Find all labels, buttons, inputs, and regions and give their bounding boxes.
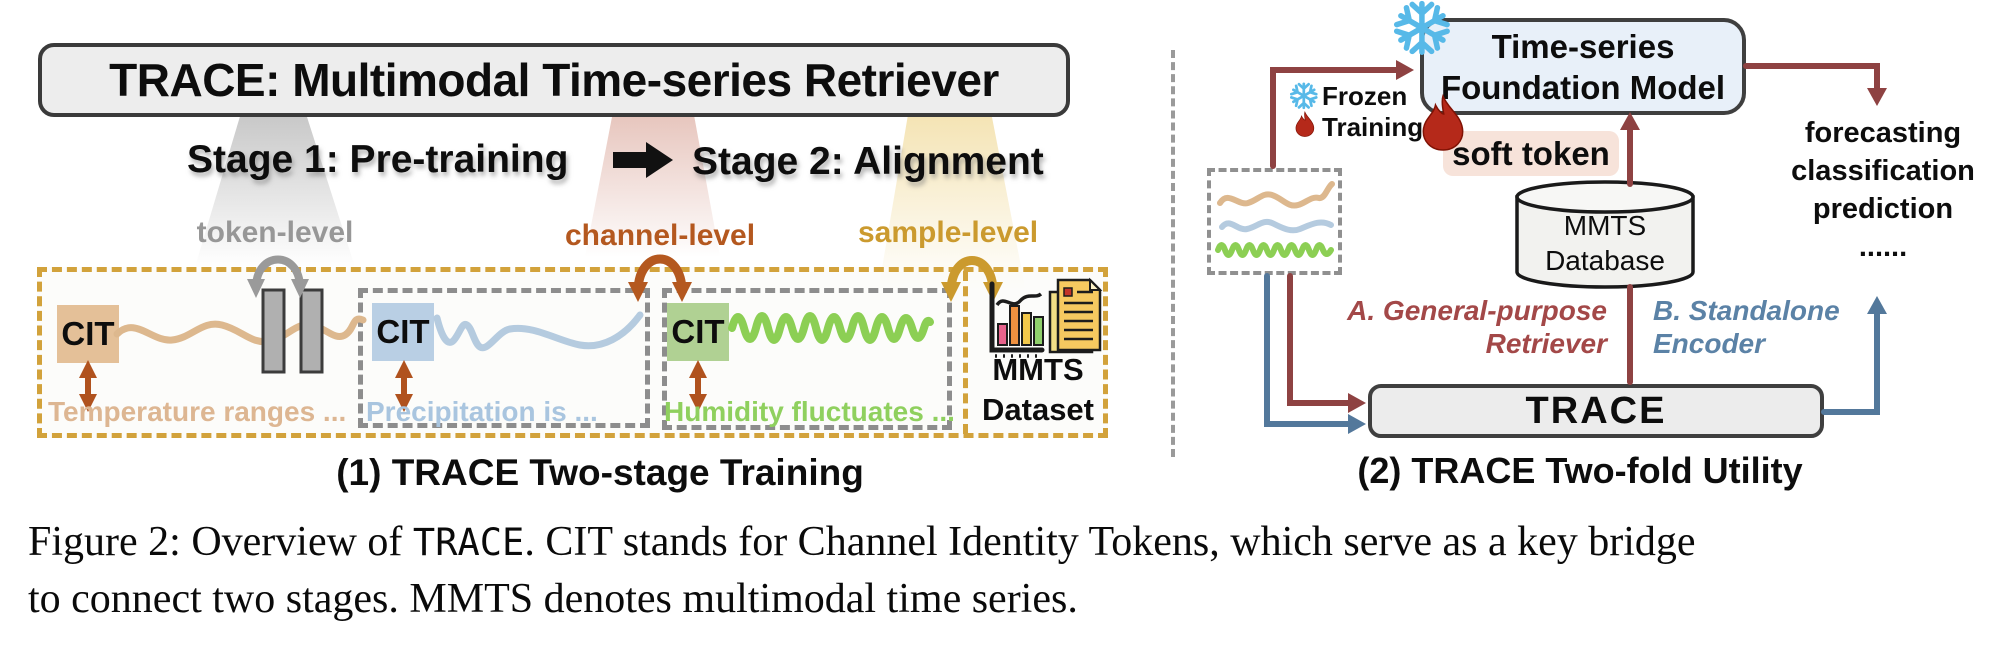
mmts-dataset-label-line2: Dataset: [982, 392, 1094, 427]
soft-token-label: soft token: [1452, 134, 1610, 172]
path-a-line1: A. General-purpose: [1347, 295, 1607, 326]
multivariate-sample-box: [1207, 168, 1342, 275]
token-level-label: token-level: [196, 216, 354, 249]
figure-caption: Figure 2: Overview of TRACE. CIT stands …: [28, 514, 1696, 628]
figure-title-banner: TRACE: Multimodal Time-series Retriever: [38, 43, 1070, 117]
dataset-divider-line: [963, 271, 968, 434]
flame-legend-icon: [1295, 111, 1315, 137]
figure-title: TRACE: Multimodal Time-series Retriever: [109, 54, 999, 106]
output-tasks: forecasting classification prediction ..…: [1770, 114, 1996, 266]
output-ellipsis: ......: [1858, 231, 1908, 263]
figure-caption-line2: to connect two stages. MMTS denotes mult…: [28, 576, 1078, 622]
caption-trace-mono: TRACE: [412, 521, 525, 564]
stage1-label: Stage 1: Pre-training: [187, 138, 569, 181]
cit-label: CIT: [376, 313, 430, 350]
foundation-model-box: Time-series Foundation Model: [1420, 18, 1746, 115]
figure-caption-line1: Figure 2: Overview of TRACE. CIT stands …: [28, 514, 1696, 571]
path-a-label: A. General-purpose Retriever: [1330, 294, 1607, 360]
training-data-box: [37, 267, 1108, 438]
foundation-model-line2: Foundation Model: [1440, 68, 1726, 106]
arrow-database-to-foundation: [1620, 112, 1640, 187]
path-b-label: B. Standalone Encoder: [1653, 294, 1840, 360]
mmts-dataset-label-line1: MMTS: [992, 352, 1084, 387]
stage2-label: Stage 2: Alignment: [692, 140, 1044, 183]
stage-transition-arrow-icon: [613, 142, 673, 178]
trace-label: TRACE: [1525, 389, 1667, 432]
sample-level-label: sample-level: [858, 216, 1039, 249]
soft-token-box: soft token: [1443, 131, 1619, 176]
panel2-caption: (2) TRACE Two-fold Utility: [1357, 450, 1803, 491]
humidity-caption: Humidity fluctuates ...: [664, 396, 955, 427]
foundation-model-line1: Time-series: [1491, 27, 1675, 65]
cit-label: CIT: [61, 315, 115, 352]
humidity-channel-box: [662, 288, 952, 430]
mmts-database-label-line1: MMTS: [1563, 210, 1647, 241]
arrow-foundation-to-outputs: [1743, 63, 1887, 106]
caption-text: Figure 2: Overview of: [28, 519, 413, 565]
legend-training-label: Training: [1322, 112, 1424, 142]
path-a-line2: Retriever: [1485, 328, 1607, 359]
panel1-caption: (1) TRACE Two-stage Training: [336, 452, 864, 493]
cit-token-humidity: CIT: [667, 303, 729, 361]
precipitation-channel-box: [358, 288, 650, 428]
output-forecasting: forecasting: [1804, 117, 1962, 149]
trace-box: TRACE: [1368, 384, 1824, 438]
output-prediction: prediction: [1812, 193, 1954, 225]
snowflake-legend-icon: [1289, 82, 1318, 110]
caption-text: . CIT stands for Channel Identity Tokens…: [524, 519, 1696, 565]
legend-frozen-label: Frozen: [1322, 81, 1408, 111]
cit-token-temperature: CIT: [57, 305, 119, 363]
output-classification: classification: [1791, 155, 1975, 187]
cit-label: CIT: [671, 313, 725, 350]
panel-divider: [1171, 50, 1175, 457]
mmts-database-label-line2: Database: [1545, 245, 1665, 276]
channel-level-label: channel-level: [565, 219, 756, 252]
temperature-caption: Temperature ranges ...: [48, 396, 347, 427]
precipitation-caption: Precipitation is ...: [366, 396, 598, 427]
path-b-line1: B. Standalone: [1653, 295, 1840, 326]
cit-token-precipitation: CIT: [372, 303, 434, 361]
path-b-line2: Encoder: [1653, 328, 1766, 359]
